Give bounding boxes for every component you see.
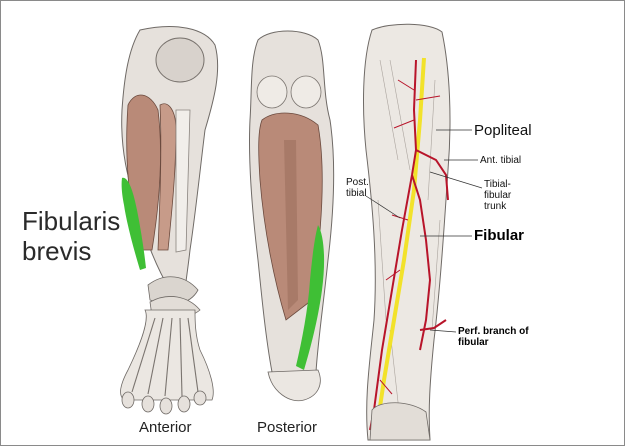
leg-arteries-illustration: [364, 24, 482, 440]
muscle-name-line1: Fibularis: [22, 206, 120, 236]
label-perf-branch-2: fibular: [458, 337, 489, 348]
label-perf-branch-1: Perf. branch of: [458, 326, 529, 337]
muscle-name-line2: brevis: [22, 236, 91, 266]
anterior-leg-illustration: [121, 26, 218, 414]
label-tibiofibular-2: fibular: [484, 190, 511, 201]
label-fibular: Fibular: [474, 227, 524, 244]
posterior-leg-illustration: [249, 31, 333, 401]
label-popliteal: Popliteal: [474, 122, 532, 139]
label-tibiofibular-3: trunk: [484, 201, 506, 212]
anterior-caption: Anterior: [139, 419, 192, 436]
label-tibiofibular-1: Tibial-: [484, 179, 511, 190]
label-post-tibial-2: tibial: [346, 188, 367, 199]
label-post-tibial-1: Post.: [346, 177, 369, 188]
posterior-caption: Posterior: [257, 419, 317, 436]
label-ant-tibial: Ant. tibial: [480, 155, 521, 166]
